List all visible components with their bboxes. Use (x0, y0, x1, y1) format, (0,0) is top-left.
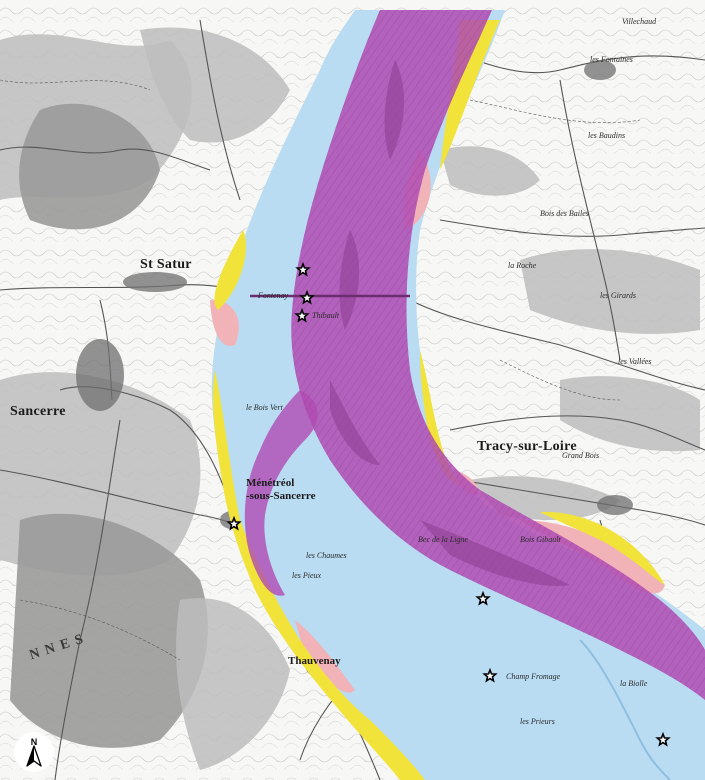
label-la-biolle: la Biolle (620, 679, 648, 688)
channel-hatching (291, 10, 705, 700)
label-les-chaumes: les Chaumes (306, 551, 347, 560)
label-bois-des-bailes: Bois des Bailes (540, 209, 589, 218)
label-villechaud: Villechaud (622, 17, 657, 26)
label-tracy: Tracy-sur-Loire (477, 439, 577, 454)
label-les-pieux: les Pieux (292, 571, 322, 580)
label-bec-ligne: Bec de la Ligne (418, 535, 468, 544)
label-bois-vert: le Bois Vert (246, 403, 283, 412)
star-marker-7 (655, 731, 671, 747)
star-marker-1 (295, 261, 311, 277)
label-fontenay: Fontenay (258, 291, 289, 300)
label-thibault: Thibault (312, 311, 340, 320)
built-up-areas (76, 60, 633, 677)
label-menetreol: Ménétréol (246, 477, 295, 489)
location-markers (226, 261, 671, 747)
label-champ-fromage: Champ Fromage (506, 672, 561, 681)
north-arrow-icon (26, 745, 42, 767)
star-marker-3 (294, 307, 310, 323)
label-les-vallees: les Vallées (618, 357, 652, 366)
relief-shading (0, 27, 700, 770)
label-grand-bois: Grand Bois (562, 451, 600, 460)
east-tributary (579, 639, 671, 780)
channel-sandbars (330, 60, 570, 586)
label-les-girards: les Girards (600, 291, 636, 300)
label-st-satur: St Satur (140, 257, 192, 272)
north-letter: N (30, 737, 38, 747)
label-la-roche: la Roche (508, 261, 537, 270)
label-les-prieurs: les Prieurs (520, 717, 555, 726)
flood-zone-purple-branch (244, 390, 318, 596)
label-les-fontaines: les Fontaines (590, 55, 633, 64)
label-sancerre: Sancerre (10, 404, 66, 419)
star-marker-2 (299, 289, 315, 305)
label-les-baudins: les Baudins (588, 131, 626, 140)
star-marker-4 (226, 515, 242, 531)
north-arrow: N (14, 732, 54, 772)
label-bois-gibault: Bois Gibault (520, 535, 561, 544)
star-marker-6 (482, 667, 498, 683)
label-thauvenay: Thauvenay (288, 655, 341, 667)
star-marker-5 (475, 590, 491, 606)
label-sous-sancerre: -sous-Sancerre (246, 490, 316, 502)
